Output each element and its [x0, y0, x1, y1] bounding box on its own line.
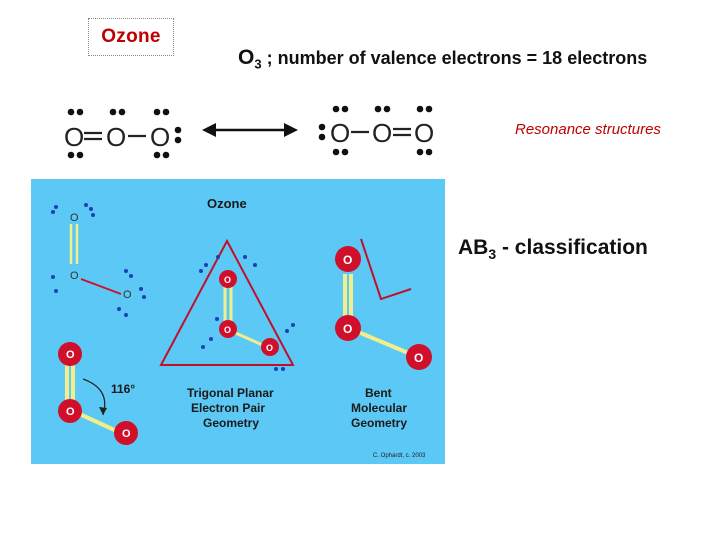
- electron-geometry-line-1: Trigonal Planar: [187, 386, 274, 400]
- electron-geometry-line-3: Geometry: [203, 416, 259, 430]
- lewis-atom: O: [372, 118, 392, 148]
- bond-angle-molecule: 116° O O O: [58, 342, 138, 445]
- lewis-structure-2: O O O: [318, 105, 434, 156]
- figure-credit: C. Ophardt, c. 2003: [373, 453, 426, 459]
- vsepr-figure-svg: Ozone O O O 116°: [51, 196, 432, 459]
- lewis-atom: O: [106, 122, 126, 152]
- formula-line: O3 ; number of valence electrons = 18 el…: [238, 46, 647, 72]
- lewis-structures: O O O O O O: [64, 105, 434, 159]
- schematic-atom: O: [123, 289, 132, 301]
- classification-label: AB3 - classification: [458, 236, 648, 262]
- bent-molecular-model: O O O Bent Molecular Geometry: [335, 238, 432, 430]
- electron-geometry-line-2: Electron Pair: [191, 401, 265, 415]
- molecular-geometry-line-1: Bent: [365, 386, 392, 400]
- lewis-atom: O: [330, 118, 350, 148]
- formula-description: ; number of valence electrons = 18 elect…: [261, 48, 648, 68]
- atom-label: O: [414, 351, 423, 365]
- schematic-atom: O: [70, 270, 79, 282]
- bond-angle-label: 116°: [111, 382, 135, 396]
- atom-label: O: [266, 343, 273, 353]
- molecular-geometry-line-3: Geometry: [351, 416, 407, 430]
- vsepr-figure: Ozone O O O 116°: [31, 179, 445, 464]
- atom-label: O: [343, 253, 352, 267]
- molecular-geometry-line-2: Molecular: [351, 401, 407, 415]
- atom-label: O: [224, 275, 231, 285]
- schematic-atom: O: [70, 212, 79, 224]
- atom-label: O: [66, 406, 75, 418]
- trigonal-planar-model: O O O Trigonal Planar Electron Pair Geom…: [159, 238, 295, 430]
- atom-label: O: [224, 325, 231, 335]
- lewis-atom: O: [64, 122, 84, 152]
- classification-subscript: 3: [488, 246, 497, 263]
- atom-label: O: [66, 349, 75, 361]
- classification-prefix: AB: [458, 236, 489, 259]
- resonance-arrow: [202, 123, 298, 137]
- formula-subscript: 3: [254, 56, 262, 72]
- title-box: Ozone: [88, 18, 174, 56]
- lewis-structure-1: O O O: [64, 108, 182, 159]
- slide-title: Ozone: [101, 26, 161, 47]
- figure-title: Ozone: [207, 196, 247, 211]
- lewis-atom: O: [150, 122, 170, 152]
- formula-symbol: O: [238, 46, 255, 69]
- schematic-molecule: O O O: [51, 203, 146, 317]
- resonance-caption: Resonance structures: [515, 121, 661, 138]
- lewis-atom: O: [414, 118, 434, 148]
- classification-suffix: - classification: [496, 236, 648, 259]
- atom-label: O: [122, 428, 131, 440]
- atom-label: O: [343, 322, 352, 336]
